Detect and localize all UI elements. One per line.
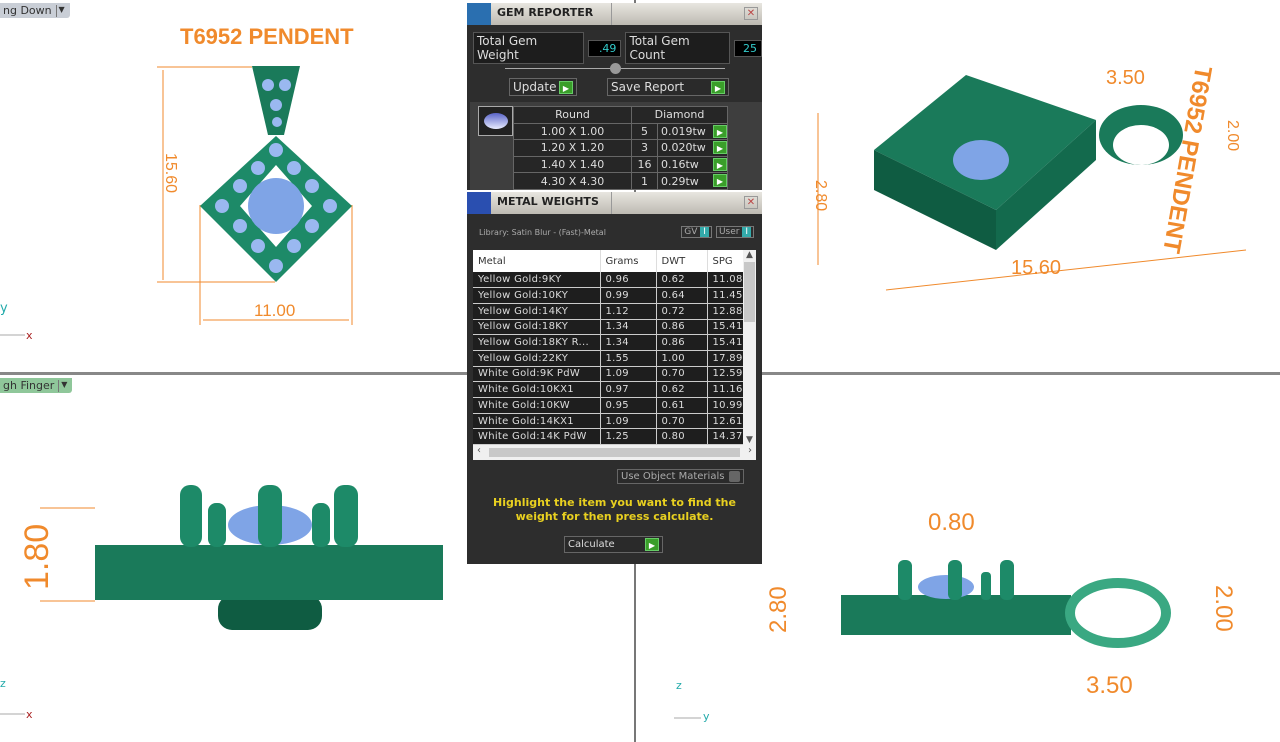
svg-text:3.50: 3.50	[1106, 67, 1145, 89]
svg-text:2.00: 2.00	[1224, 120, 1241, 151]
front-view-drawing: T6952 PENDENT 15.60 11.00 y x	[0, 24, 354, 342]
svg-text:y: y	[0, 301, 8, 316]
close-icon[interactable]: ✕	[744, 196, 758, 209]
chevron-down-icon[interactable]: ▼	[58, 379, 69, 392]
total-gem-count: 25	[734, 39, 763, 57]
model-title: T6952 PENDENT	[180, 24, 354, 49]
height-dimension: 15.60	[162, 153, 179, 193]
perspective-view-drawing: 3.50 2.00 2.80 15.60 T6952 PENDENT	[812, 64, 1247, 291]
svg-text:y: y	[703, 710, 710, 723]
right-view-drawing: 0.80 2.80 2.00 3.50 z y	[674, 509, 1237, 723]
svg-text:x: x	[26, 708, 33, 721]
play-icon[interactable]: ▶	[713, 174, 727, 188]
play-icon: ▶	[645, 538, 659, 551]
gem-shape-icon	[478, 106, 513, 136]
calculate-button[interactable]: Calculate▶	[564, 536, 663, 553]
metal-weights-panel: METAL WEIGHTS✕ Library: Satin Blur - (Fa…	[467, 192, 762, 564]
gv-toggle[interactable]: GV I	[681, 226, 712, 238]
viewport-label[interactable]: ng Down▼	[0, 3, 70, 18]
gem-reporter-icon	[467, 3, 491, 25]
scale-icon	[467, 192, 491, 214]
svg-text:2.80: 2.80	[812, 180, 829, 211]
svg-text:z: z	[676, 679, 682, 692]
user-toggle[interactable]: User I	[715, 226, 754, 238]
svg-text:3.50: 3.50	[1086, 672, 1133, 699]
update-button[interactable]: Update▶	[509, 78, 577, 96]
svg-text:x: x	[26, 329, 33, 342]
play-icon[interactable]: ▶	[713, 141, 727, 155]
play-icon[interactable]: ▶	[713, 124, 727, 138]
instructions-text: Highlight the item you want to find the …	[493, 496, 736, 523]
chevron-down-icon[interactable]: ▼	[55, 4, 67, 17]
play-icon: ▶	[711, 80, 725, 94]
close-icon[interactable]: ✕	[744, 7, 758, 20]
viewport-label[interactable]: gh Finger▼	[0, 378, 73, 393]
svg-text:1.80: 1.80	[18, 524, 56, 590]
gem-reporter-panel: GEM REPORTER✕ Total Gem Weight .49 Total…	[467, 3, 763, 190]
play-icon: ▶	[559, 80, 573, 94]
svg-text:0.80: 0.80	[928, 509, 975, 536]
play-icon[interactable]: ▶	[713, 157, 727, 171]
side-view-drawing: 1.80 z x	[0, 485, 443, 721]
total-gem-weight: .49	[588, 39, 622, 57]
horizontal-scrollbar[interactable]: ‹›	[473, 445, 756, 460]
collapse-icon[interactable]	[610, 63, 621, 74]
svg-text:z: z	[0, 677, 6, 690]
vertical-scrollbar[interactable]: ▲▼	[743, 250, 756, 445]
width-dimension: 11.00	[254, 301, 295, 320]
use-object-materials-toggle[interactable]: Use Object Materials	[617, 469, 744, 484]
svg-text:T6952 PENDENT: T6952 PENDENT	[1157, 64, 1217, 256]
svg-text:15.60: 15.60	[1011, 257, 1061, 279]
svg-text:2.80: 2.80	[765, 586, 792, 633]
svg-text:2.00: 2.00	[1210, 585, 1237, 632]
save-report-button[interactable]: Save Report▶	[607, 78, 729, 96]
